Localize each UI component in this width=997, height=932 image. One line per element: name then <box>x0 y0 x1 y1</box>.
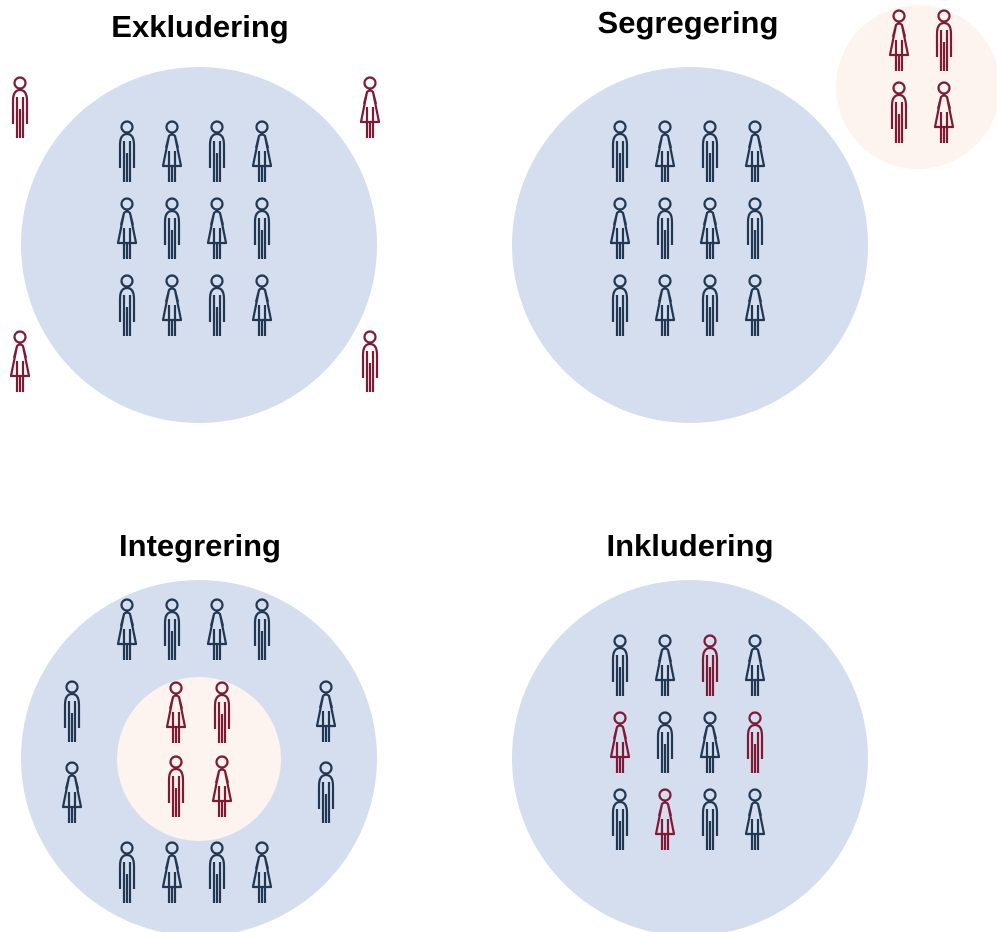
person-woman-icon <box>251 841 273 903</box>
person-man-icon <box>701 274 719 336</box>
person-woman-icon <box>744 120 766 182</box>
person-woman-icon <box>161 120 183 182</box>
integrering-title: Integrering <box>119 528 281 563</box>
person-man-icon <box>656 197 674 259</box>
person-man-icon <box>701 788 719 850</box>
person-woman-icon <box>699 711 721 773</box>
person-woman-icon <box>654 120 676 182</box>
segregering-title: Segregering <box>598 5 779 40</box>
person-woman-icon <box>161 274 183 336</box>
person-woman-icon <box>933 81 955 143</box>
person-man-icon <box>163 197 181 259</box>
person-woman-icon <box>654 634 676 696</box>
person-man-icon <box>701 634 719 696</box>
person-woman-icon <box>359 76 381 138</box>
person-man-icon <box>118 841 136 903</box>
integrering-inner-circle <box>117 677 281 841</box>
person-woman-icon <box>315 680 337 742</box>
person-woman-icon <box>165 681 187 743</box>
person-woman-icon <box>654 274 676 336</box>
panel-exkludering: Exkludering <box>9 9 381 423</box>
integrering-people <box>61 598 337 903</box>
person-woman-icon <box>609 197 631 259</box>
segregering-separate-circle <box>836 5 997 169</box>
person-woman-icon <box>609 711 631 773</box>
person-woman-icon <box>206 197 228 259</box>
exkludering-title: Exkludering <box>111 9 288 44</box>
person-man-icon <box>208 841 226 903</box>
person-man-icon <box>890 81 908 143</box>
person-woman-icon <box>654 788 676 850</box>
person-man-icon <box>611 274 629 336</box>
person-woman-icon <box>744 788 766 850</box>
person-man-icon <box>208 120 226 182</box>
person-woman-icon <box>744 634 766 696</box>
person-man-icon <box>167 755 185 817</box>
panel-segregering: Segregering <box>512 5 997 423</box>
person-man-icon <box>317 761 335 823</box>
person-woman-icon <box>251 120 273 182</box>
person-woman-icon <box>206 598 228 660</box>
person-man-icon <box>361 330 379 392</box>
person-man-icon <box>208 274 226 336</box>
person-woman-icon <box>744 274 766 336</box>
person-man-icon <box>701 120 719 182</box>
person-man-icon <box>11 76 29 138</box>
inkludering-outer-circle <box>512 580 868 932</box>
person-man-icon <box>63 680 81 742</box>
person-man-icon <box>163 598 181 660</box>
person-man-icon <box>611 120 629 182</box>
panel-inkludering: Inkludering <box>512 528 868 932</box>
panel-integrering: Integrering <box>21 528 377 932</box>
person-woman-icon <box>161 841 183 903</box>
person-woman-icon <box>116 598 138 660</box>
person-woman-icon <box>251 274 273 336</box>
person-woman-icon <box>211 755 233 817</box>
inkludering-title: Inkludering <box>606 528 773 563</box>
segregering-outer-circle <box>512 67 868 423</box>
person-man-icon <box>118 274 136 336</box>
person-woman-icon <box>9 330 31 392</box>
person-man-icon <box>213 681 231 743</box>
person-man-icon <box>118 120 136 182</box>
person-man-icon <box>253 598 271 660</box>
person-man-icon <box>746 197 764 259</box>
person-woman-icon <box>699 197 721 259</box>
person-woman-icon <box>61 761 83 823</box>
segregering-people <box>609 9 955 336</box>
person-man-icon <box>611 634 629 696</box>
person-woman-icon <box>888 9 910 71</box>
person-woman-icon <box>116 197 138 259</box>
exkludering-outer-circle <box>21 67 377 423</box>
person-man-icon <box>611 788 629 850</box>
inkludering-people <box>609 634 766 850</box>
person-man-icon <box>253 197 271 259</box>
person-man-icon <box>935 9 953 71</box>
exkludering-people <box>9 76 381 392</box>
person-man-icon <box>746 711 764 773</box>
person-man-icon <box>656 711 674 773</box>
